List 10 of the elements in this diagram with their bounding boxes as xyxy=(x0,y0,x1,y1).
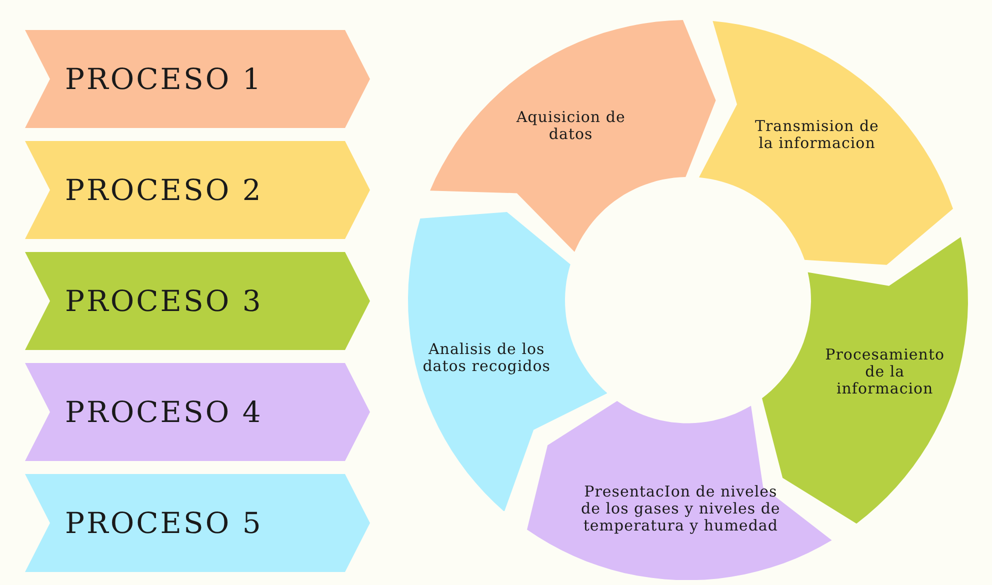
step-label: Aquisicion de datos xyxy=(515,109,626,144)
process-label: PROCESO 3 xyxy=(65,284,263,318)
step-label: Procesamiento de la informacion xyxy=(824,346,946,398)
process-label: PROCESO 4 xyxy=(65,395,263,429)
process-label: PROCESO 1 xyxy=(65,62,263,96)
process-label: PROCESO 5 xyxy=(65,506,263,540)
process-label: PROCESO 2 xyxy=(65,173,263,207)
step-label: PresentacIon de niveles de los gases y niveles de temperatura y humedad xyxy=(580,484,781,535)
step-label: Transmision de la informacion xyxy=(754,118,880,152)
step-label: Analisis de los datos recogidos xyxy=(422,340,552,375)
